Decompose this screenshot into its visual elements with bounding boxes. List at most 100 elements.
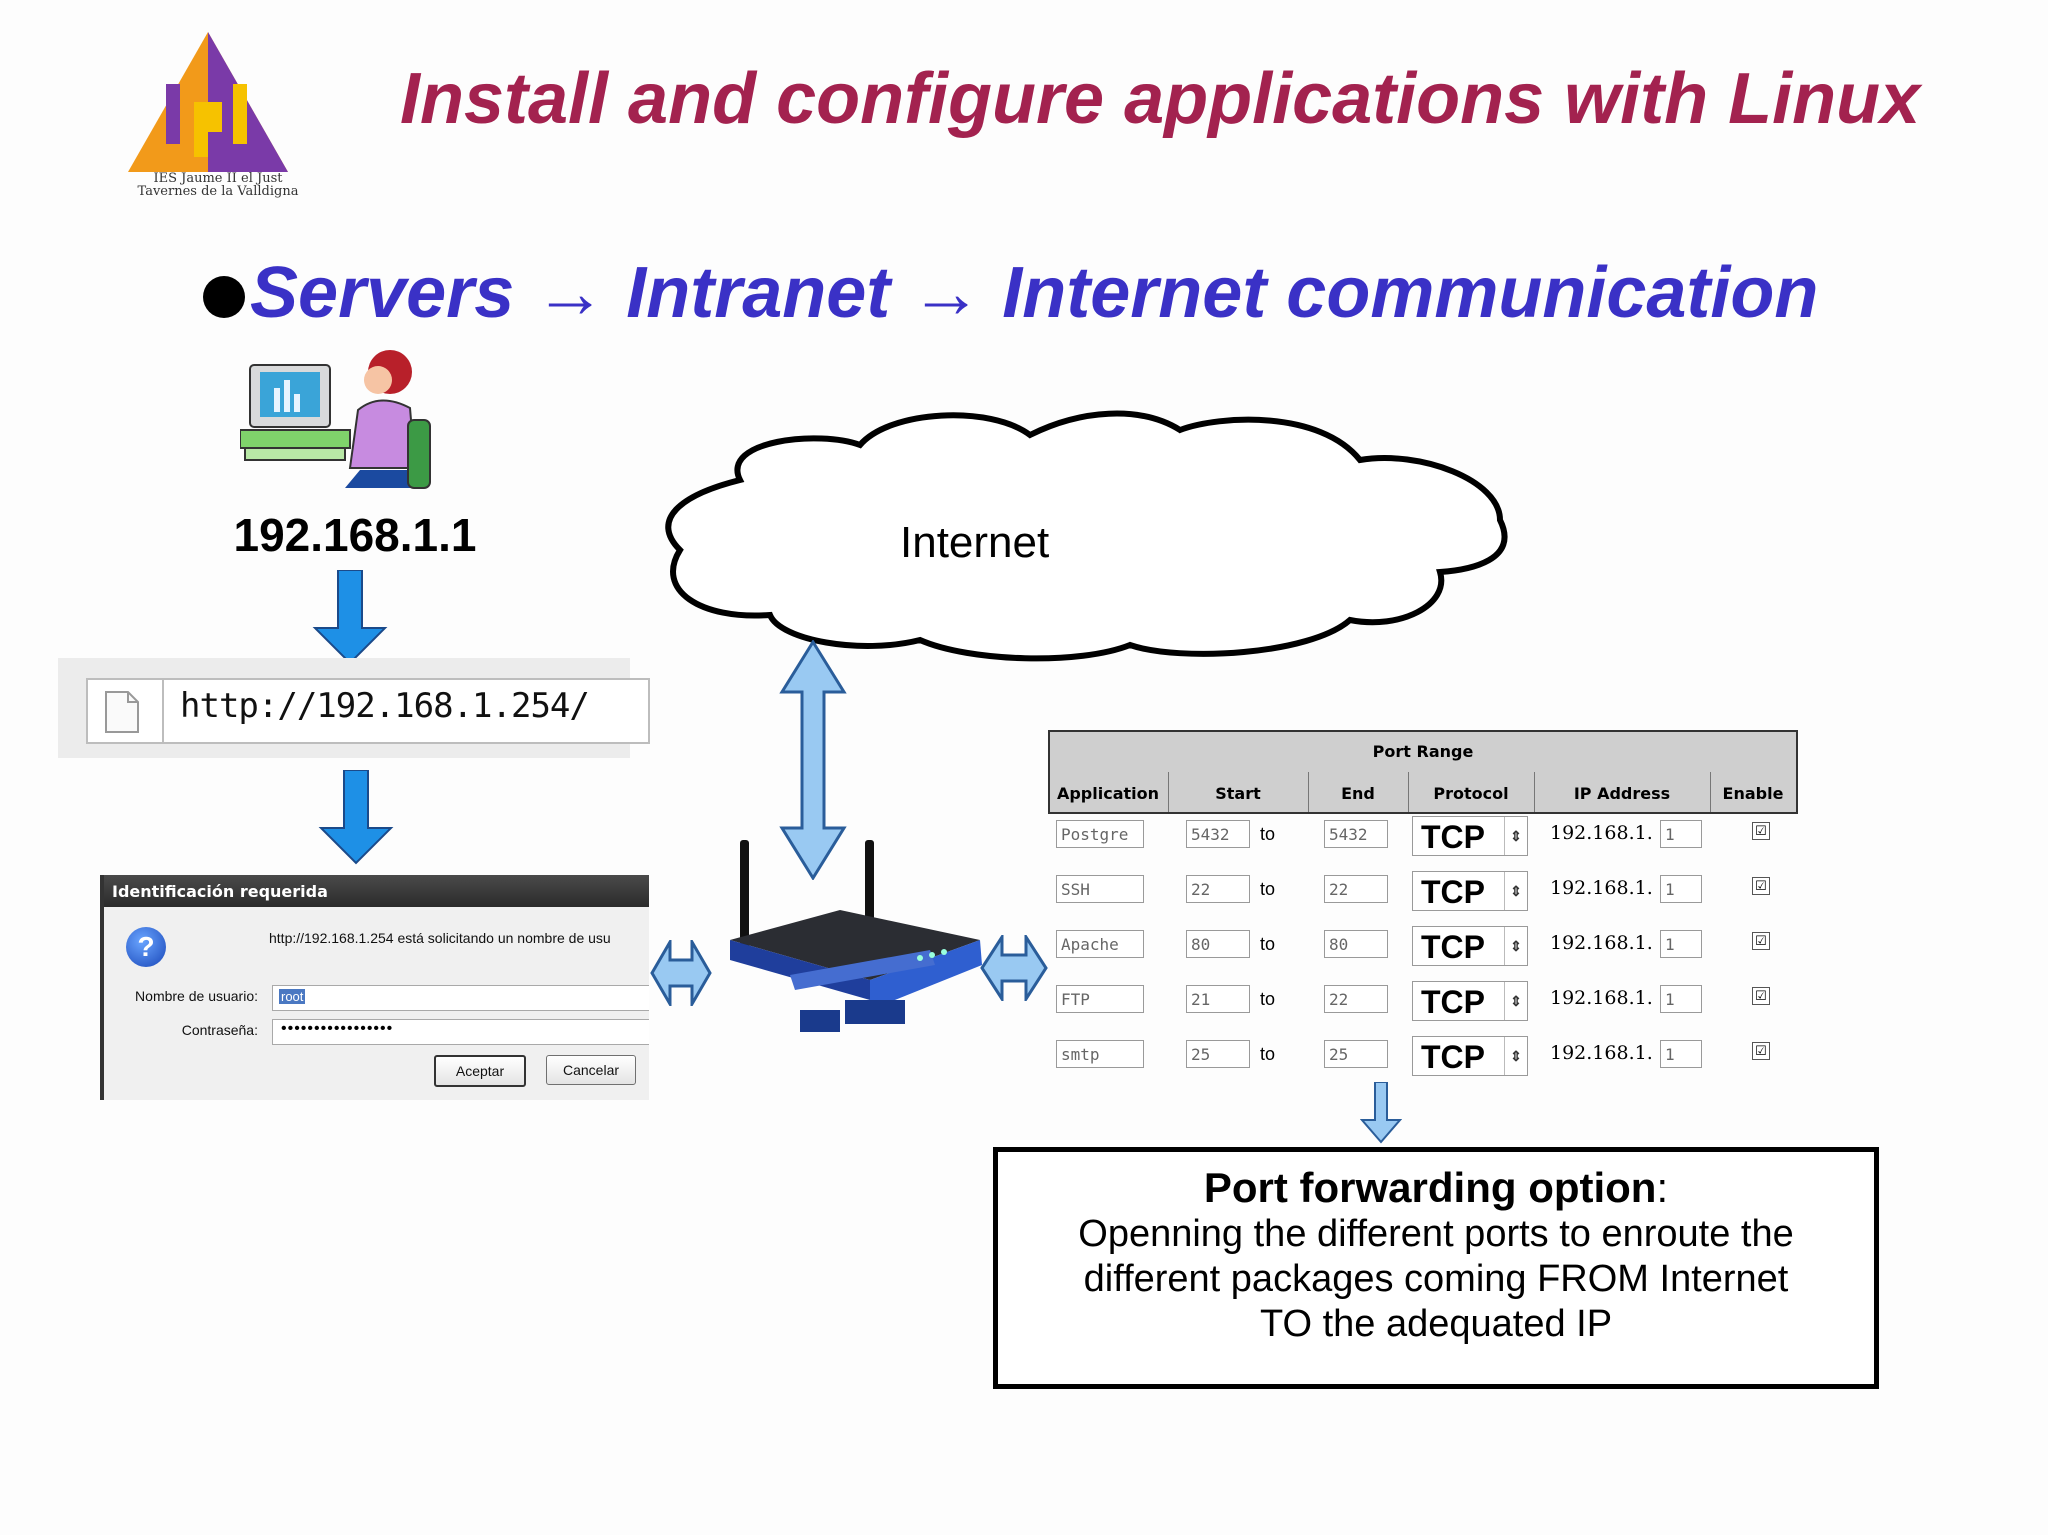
enable-checkbox[interactable]: ☑ [1752, 822, 1770, 840]
protocol-value: TCP [1421, 819, 1485, 855]
application-field[interactable]: SSH [1056, 875, 1144, 903]
table-row: FTP 21 to 22 TCP ⇕ 192.168.1. 1 ☑ [1048, 977, 1798, 1023]
info-line: different packages coming FROM Internet [1083, 1258, 1789, 1300]
table-header: Port Range Application Start End Protoco… [1048, 730, 1798, 814]
application-field[interactable]: Postgre [1056, 820, 1144, 848]
arrow-down-icon [318, 770, 394, 865]
start-port-field[interactable]: 21 [1186, 985, 1250, 1013]
internet-label: Internet [900, 518, 1050, 567]
browser-address-bar: http://192.168.1.254/ [58, 658, 650, 758]
password-value: ••••••••••••••••• [281, 1020, 394, 1037]
to-label: to [1260, 879, 1276, 899]
start-port-field[interactable]: 22 [1186, 875, 1250, 903]
ip-prefix: 192.168.1. [1550, 877, 1653, 899]
protocol-value: TCP [1421, 1039, 1485, 1075]
divider [1534, 772, 1535, 812]
dialog-message: http://192.168.1.254 está solicitando un… [269, 930, 611, 946]
start-port-field[interactable]: 25 [1186, 1040, 1250, 1068]
enable-checkbox[interactable]: ☑ [1752, 1042, 1770, 1060]
end-port-field[interactable]: 22 [1324, 985, 1388, 1013]
client-ip-label: 192.168.1.1 [233, 509, 477, 561]
password-label: Contraseña: [181, 1022, 258, 1038]
login-dialog: Identificación requerida ? http://192.16… [100, 875, 649, 1100]
protocol-select[interactable]: TCP⇕ [1412, 926, 1528, 966]
ip-last-octet-field[interactable]: 1 [1660, 1040, 1702, 1068]
protocol-select[interactable]: TCP ⇕ [1412, 1036, 1528, 1076]
column-header-enable: Enable [1722, 784, 1784, 803]
divider [162, 680, 164, 742]
dialog-title: Identificación requerida [112, 882, 328, 901]
port-range-header: Port Range [1372, 742, 1474, 761]
column-header-application: Application [1056, 784, 1160, 803]
application-field[interactable]: FTP [1056, 985, 1144, 1013]
table-row: smtp 25 to 25 TCP⇕ 192.168.1. 1 ☑ [1048, 1032, 1798, 1078]
cancel-button[interactable]: Cancelar [546, 1055, 636, 1085]
username-field[interactable]: root [272, 985, 649, 1011]
port-forwarding-table: Port Range Application Start End Protoco… [1048, 730, 1798, 1085]
table-row: Postgre 5432 to 5432 TCP ⇕ 192.168.1. 1 ☑ [1048, 812, 1798, 858]
updown-icon: ⇕ [1504, 817, 1527, 855]
ip-last-octet-field[interactable]: 1 [1660, 875, 1702, 903]
divider [1710, 772, 1711, 812]
to-label: to [1260, 989, 1276, 1009]
protocol-select[interactable]: TCP ⇕ [1412, 871, 1528, 911]
start-port-field[interactable]: 80 [1186, 930, 1250, 958]
table-row: SSH 22 to 22 TCP ⇕ 192.168.1. 1 ☑ [1048, 867, 1798, 913]
ip-prefix: 192.168.1. [1550, 932, 1653, 954]
arrow-down-icon [312, 570, 388, 665]
question-icon: ? [126, 927, 166, 967]
info-line: TO the adequated IP [1259, 1303, 1613, 1345]
ip-last-octet-field[interactable]: 1 [1660, 985, 1702, 1013]
ip-prefix: 192.168.1. [1550, 1042, 1653, 1064]
port-forwarding-explanation: Port forwarding option: Openning the dif… [993, 1147, 1879, 1389]
column-header-protocol: Protocol [1433, 784, 1509, 803]
protocol-value: TCP [1421, 874, 1485, 910]
ip-prefix: 192.168.1. [1550, 987, 1653, 1009]
end-port-field[interactable]: 25 [1324, 1040, 1388, 1068]
arrow-down-icon [1360, 1082, 1402, 1144]
enable-checkbox[interactable]: ☑ [1752, 932, 1770, 950]
protocol-value: TCP [1421, 984, 1485, 1020]
dialog-titlebar: Identificación requerida [104, 875, 649, 907]
column-header-end: End [1341, 784, 1375, 803]
slide-title: Install and configure applications with … [400, 59, 1921, 139]
info-title: Port forwarding option: [998, 1164, 1874, 1212]
application-field[interactable]: smtp [1056, 1040, 1144, 1068]
username-label: Nombre de usuario: [135, 988, 258, 1004]
end-port-field[interactable]: 80 [1324, 930, 1388, 958]
column-header-ip-address: IP Address [1573, 784, 1671, 803]
router-icon [730, 840, 982, 1032]
ip-last-octet-field[interactable]: 1 [1660, 820, 1702, 848]
info-title-suffix: : [1656, 1164, 1669, 1211]
application-field[interactable]: Apache [1056, 930, 1144, 958]
username-value: root [279, 989, 306, 1004]
url-field[interactable]: http://192.168.1.254/ [86, 678, 650, 744]
enable-checkbox[interactable]: ☑ [1752, 877, 1770, 895]
logo-caption: IES Jaume II el Just Tavernes de la Vall… [137, 171, 299, 199]
protocol-select[interactable]: TCP ⇕ [1412, 981, 1528, 1021]
end-port-field[interactable]: 5432 [1324, 820, 1388, 848]
school-logo [128, 32, 288, 172]
enable-checkbox[interactable]: ☑ [1752, 987, 1770, 1005]
bullet-dot [203, 276, 245, 318]
ip-last-octet-field[interactable]: 1 [1660, 930, 1702, 958]
divider [1308, 772, 1309, 812]
url-text: http://192.168.1.254/ [180, 686, 590, 726]
to-label: to [1260, 934, 1276, 954]
double-arrow-vertical-icon [779, 640, 847, 880]
protocol-value: TCP [1421, 929, 1485, 965]
updown-icon: ⇕ [1504, 1037, 1527, 1075]
info-title-bold: Port forwarding option [1203, 1164, 1657, 1211]
accept-button[interactable]: Aceptar [434, 1055, 526, 1087]
password-field[interactable]: ••••••••••••••••• [272, 1019, 649, 1045]
updown-icon: ⇕ [1504, 872, 1527, 910]
updown-icon: ⇕ [1504, 982, 1527, 1020]
ip-prefix: 192.168.1. [1550, 822, 1653, 844]
start-port-field[interactable]: 5432 [1186, 820, 1250, 848]
divider [1408, 772, 1409, 812]
info-body: Openning the different ports to enroute … [998, 1212, 1874, 1347]
end-port-field[interactable]: 22 [1324, 875, 1388, 903]
column-header-start: Start [1215, 784, 1261, 803]
protocol-select[interactable]: TCP ⇕ [1412, 816, 1528, 856]
to-label: to [1260, 824, 1276, 844]
